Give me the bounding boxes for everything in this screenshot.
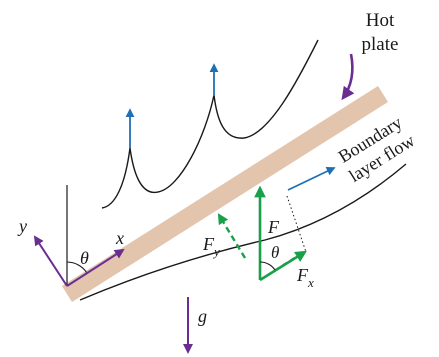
- theta-base-label: θ: [80, 248, 89, 268]
- force-x-label: Fx: [296, 265, 314, 290]
- force-parallelogram-dotted-line: [286, 195, 307, 253]
- hot-plate-label-line2: plate: [362, 34, 399, 55]
- force-y-main: F: [202, 234, 215, 254]
- force-x-component-arrow: [259, 250, 307, 282]
- hot-plate-pointer-arrow: [341, 53, 355, 101]
- flow-arrow-3: [287, 167, 336, 191]
- force-x-subscript: x: [307, 275, 314, 290]
- force-x-dashed-line: [259, 256, 297, 281]
- y-axis-label: y: [17, 216, 27, 236]
- hot-plate-label-line1: Hot: [366, 10, 395, 31]
- force-y-label: Fy: [202, 234, 220, 259]
- force-label: F: [267, 217, 280, 237]
- force-y-subscript: y: [212, 244, 220, 259]
- force-y-dashed-arrow: [217, 213, 247, 259]
- gravity-label: g: [198, 306, 207, 326]
- theta-arc: [66, 261, 88, 274]
- theta-force-label: θ: [271, 243, 279, 262]
- theta-force-arc: [259, 261, 276, 271]
- boundary-layer-curve: [79, 163, 407, 301]
- upper-plume-curve: [101, 39, 319, 209]
- hot-plate: [62, 86, 388, 302]
- y-axis-arrow: [33, 235, 68, 287]
- x-axis-label: x: [115, 228, 124, 248]
- force-x-main: F: [296, 265, 309, 285]
- x-axis-arrow: [66, 248, 125, 287]
